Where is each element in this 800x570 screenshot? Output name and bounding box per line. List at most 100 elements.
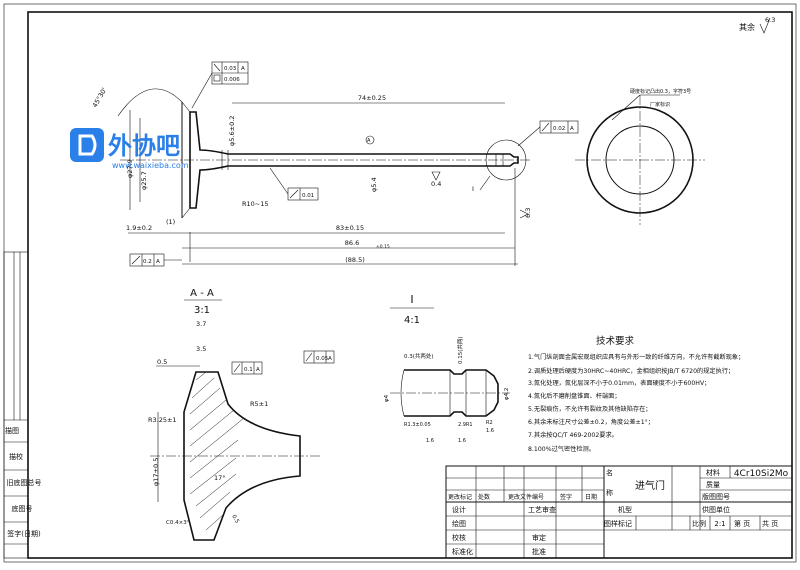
tol-frame-top: 0.03 A 0.006 xyxy=(191,61,249,109)
strip-label-1: 描校 xyxy=(9,452,23,461)
dim-r10: R10~15 xyxy=(242,200,269,208)
dim-86: 86.6 xyxy=(345,239,359,247)
dim-1-9: 1.9±0.2 xyxy=(126,224,152,232)
svg-text:0.3(共两处): 0.3(共两处) xyxy=(404,352,434,360)
watermark-logo: 外协吧 www.waixieba.com xyxy=(70,128,189,170)
tech-req-1: 1.气门纵剖面金属宏观组织应具有与外形一致的纤维方向，不允许有截断现象； xyxy=(528,353,744,361)
svg-text:其余: 其余 xyxy=(739,22,755,32)
svg-text:校核: 校核 xyxy=(452,533,466,542)
tech-req-title: 技术要求 xyxy=(596,335,635,347)
section-aa-scale: 3:1 xyxy=(194,305,210,316)
svg-text:处数: 处数 xyxy=(478,493,490,501)
svg-text:2.9R1: 2.9R1 xyxy=(458,422,473,428)
title-block: 名 称 进气门 材料 4Cr10Si2Mo 质量 版图图号 供图单位 机型 图样… xyxy=(445,465,793,559)
svg-text:φ4.2: φ4.2 xyxy=(504,388,510,400)
tech-req-7: 7.其余按QC/T 469-2002要求。 xyxy=(528,431,618,439)
svg-text:φ17±0.5: φ17±0.5 xyxy=(152,458,160,486)
svg-text:0.1: 0.1 xyxy=(244,367,253,373)
tech-req-5: 5.无裂痕伤，不允许有裂纹及其他缺陷存在； xyxy=(528,405,651,413)
part-name: 进气门 xyxy=(635,479,665,492)
valve-main-view: I 74±0.25 83±0.15 86.6 ±0.15 (88.5) 1.9±… xyxy=(91,61,691,267)
tech-req-4: 4.氮化后不磨削盘锥面、杆端面； xyxy=(528,392,621,400)
tol-frame-face: 0.2 A xyxy=(129,253,182,267)
material: 4Cr10Si2Mo xyxy=(734,469,789,479)
left-strip: 描图 描校 旧底图总号 底图号 签字(日期) xyxy=(3,251,42,559)
dim-25-7: φ25.7 xyxy=(140,171,148,190)
svg-text:0.2: 0.2 xyxy=(143,259,152,265)
hardness-note: 硬度标记凸出0.3，字符3号 xyxy=(630,88,691,95)
svg-text:版图图号: 版图图号 xyxy=(702,492,730,501)
svg-text:第 页: 第 页 xyxy=(734,519,750,528)
svg-text:R3.25±1: R3.25±1 xyxy=(148,416,177,424)
strip-label-3: 底图号 xyxy=(12,504,33,513)
svg-text:工艺审查: 工艺审查 xyxy=(528,505,556,514)
svg-text:更改文件编号: 更改文件编号 xyxy=(508,493,544,501)
tech-req-6: 6.其余未标注尺寸公差±0.2，角度公差±1°； xyxy=(528,418,654,426)
svg-text:0.01: 0.01 xyxy=(302,193,314,199)
tech-req-3: 3.氮化处理，氮化层深不小于0.01mm，表面硬度不小于600HV； xyxy=(528,379,710,387)
svg-text:6.3: 6.3 xyxy=(765,16,775,24)
svg-text:1.6: 1.6 xyxy=(486,428,494,434)
valve-end-view xyxy=(575,95,705,225)
drawing-scale: 2:1 xyxy=(714,520,725,528)
svg-text:C0.4×3°: C0.4×3° xyxy=(166,520,190,526)
svg-text:质量: 质量 xyxy=(706,480,720,489)
svg-text:3.7: 3.7 xyxy=(196,320,206,328)
svg-text:审定: 审定 xyxy=(532,533,546,542)
svg-text:0.02: 0.02 xyxy=(553,126,565,132)
tol-frame-stem: 0.02 A xyxy=(517,120,579,147)
detail-i-scale: 4:1 xyxy=(404,315,420,326)
svg-text:签字: 签字 xyxy=(560,493,572,501)
dim-stem: φ5.4 xyxy=(370,177,378,192)
strip-label-2: 旧底图总号 xyxy=(7,478,42,487)
dim-74: 74±0.25 xyxy=(358,94,386,102)
svg-text:R1.3±0.05: R1.3±0.05 xyxy=(404,422,431,428)
rough-0-4: 0.4 xyxy=(431,180,441,188)
watermark-name: 外协吧 xyxy=(108,132,180,160)
svg-text:R5±1: R5±1 xyxy=(250,400,268,408)
svg-text:绘图: 绘图 xyxy=(452,519,466,528)
svg-text:名: 名 xyxy=(606,468,613,477)
svg-text:0.006: 0.006 xyxy=(224,77,240,83)
svg-text:A: A xyxy=(241,66,245,72)
watermark-url: www.waixieba.com xyxy=(112,161,189,170)
svg-text:材料: 材料 xyxy=(706,468,720,477)
svg-text:A: A xyxy=(156,259,160,265)
svg-text:共 页: 共 页 xyxy=(762,519,778,528)
dim-1: (1) xyxy=(166,218,175,226)
svg-text:17°: 17° xyxy=(214,474,226,482)
dim-27-9: φ27.9 xyxy=(126,159,134,178)
detail-i: I 4:1 0.3(共两处) 0.15(共两) φ4 φ4.2 R1.3±0.0… xyxy=(384,293,510,444)
dim-5-6: φ5.6±0.2 xyxy=(228,116,236,146)
svg-text:1.6: 1.6 xyxy=(458,438,466,444)
svg-text:图样标记: 图样标记 xyxy=(604,519,632,528)
svg-text:比例: 比例 xyxy=(692,519,706,528)
svg-text:0.5: 0.5 xyxy=(157,358,167,366)
tol-frame-straight: 0.01 xyxy=(269,167,319,201)
svg-text:供图单位: 供图单位 xyxy=(702,505,730,514)
svg-text:0.05: 0.05 xyxy=(316,356,329,362)
section-aa-title: A - A xyxy=(190,288,214,299)
tech-req-8: 8.100%过气密性检测。 xyxy=(528,445,595,453)
svg-text:0.5: 0.5 xyxy=(230,514,240,525)
svg-text:I: I xyxy=(472,185,474,193)
surface-finish-other: 其余 6.3 xyxy=(739,16,775,34)
tech-requirements: 技术要求 1.气门纵剖面金属宏观组织应具有与外形一致的纤维方向，不允许有截断现象… xyxy=(528,335,744,453)
svg-text:标准化: 标准化 xyxy=(452,547,473,556)
detail-i-title: I xyxy=(410,293,413,306)
svg-text:R2: R2 xyxy=(486,420,493,426)
section-aa: A - A 3:1 3.7 3.5 0.5 R3.25±1 R5±1 φ17±0… xyxy=(148,288,335,541)
tech-req-2: 2.调质处理后硬度为30HRC~40HRC，金相组织按JB/T 6720的规定执… xyxy=(528,367,734,375)
dim-angle: 45°30' xyxy=(91,86,109,109)
svg-text:0.15(共两): 0.15(共两) xyxy=(456,336,464,364)
dim-83: 83±0.15 xyxy=(336,224,364,232)
svg-text:机型: 机型 xyxy=(618,505,632,514)
svg-text:称: 称 xyxy=(606,488,613,497)
svg-text:A: A xyxy=(328,356,332,362)
svg-text:φ4: φ4 xyxy=(384,394,390,402)
svg-text:日期: 日期 xyxy=(585,493,597,501)
strip-label-0: 描图 xyxy=(5,426,19,435)
rough-6-3: 6.3 xyxy=(524,208,532,218)
strip-label-4: 签字(日期) xyxy=(7,529,41,538)
svg-text:批准: 批准 xyxy=(532,547,546,556)
